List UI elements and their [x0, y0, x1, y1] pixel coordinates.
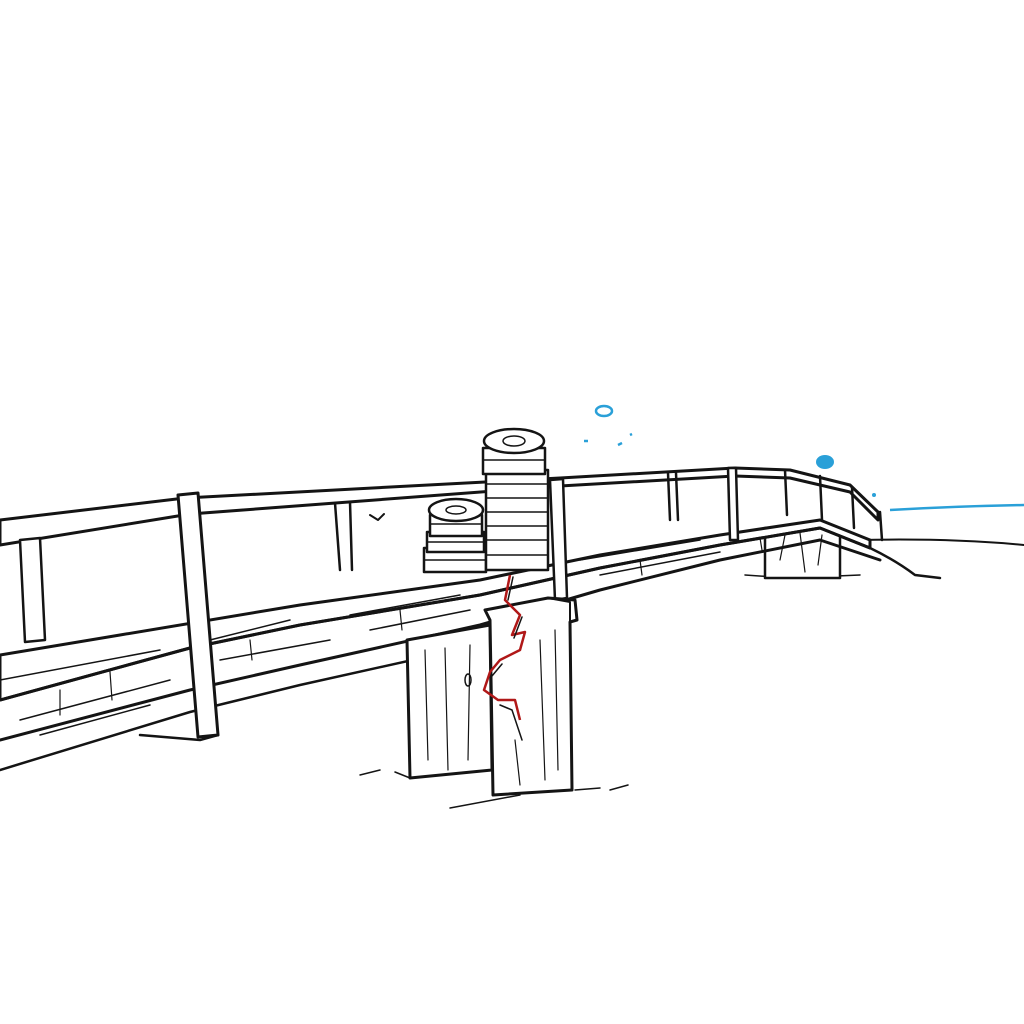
- water-line: [889, 503, 1024, 512]
- coin-stack-icon: [422, 427, 550, 574]
- tall-coin-stack: [481, 427, 550, 572]
- water-drop-icon: [584, 404, 876, 497]
- main-piers: [359, 596, 629, 809]
- small-coin-stack: [422, 497, 488, 574]
- crack-icon: [482, 574, 527, 741]
- handrail: [0, 466, 884, 742]
